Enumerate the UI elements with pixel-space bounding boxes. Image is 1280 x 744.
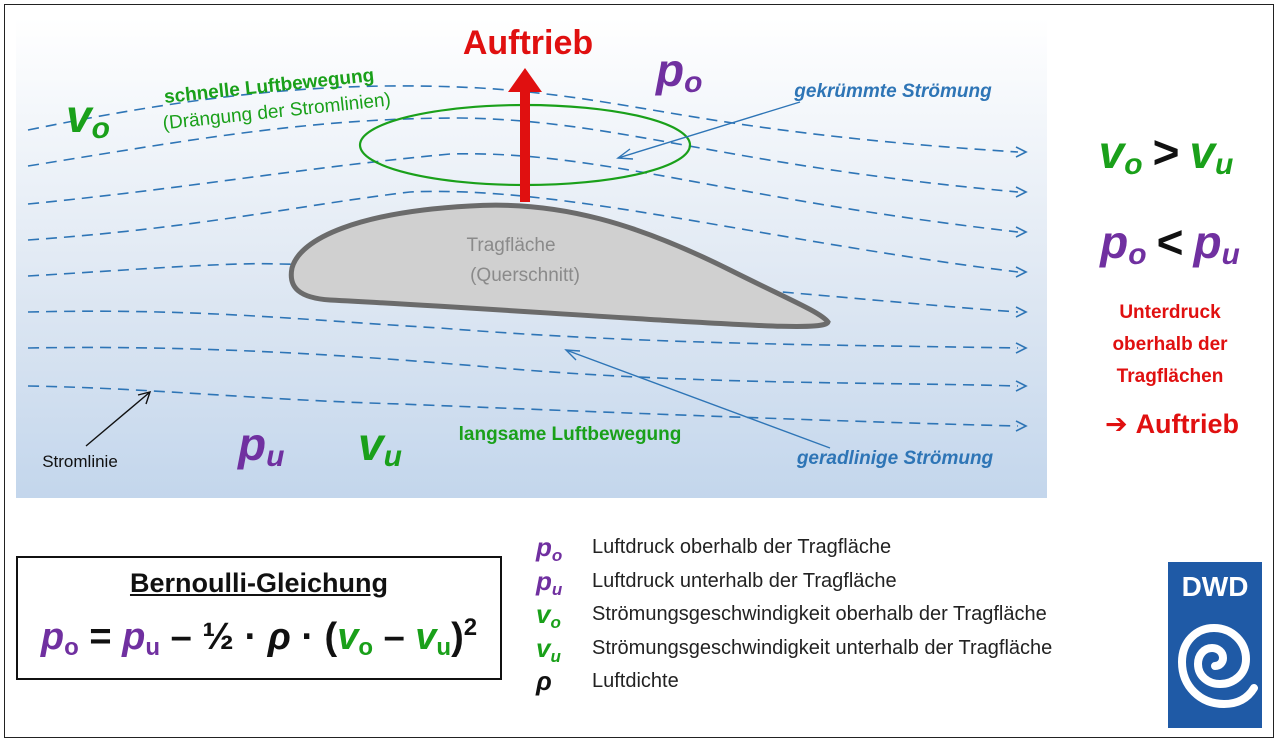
- arrow-right-icon: ➔: [1105, 409, 1128, 439]
- logo-text: DWD: [1182, 571, 1249, 602]
- legend-item: pu Luftdruck unterhalb der Tragfläche: [536, 566, 1156, 600]
- legend-item: vo Strömungsgeschwindigkeit oberhalb der…: [536, 599, 1156, 633]
- legend-symbol: vo: [536, 599, 561, 633]
- arrowhead-2: [1015, 186, 1028, 198]
- lift-label: Auftrieb: [463, 24, 593, 62]
- legend-text: Strömungsgeschwindigkeit oberhalb der Tr…: [592, 603, 1047, 626]
- formula-rho: ρ: [267, 616, 291, 658]
- curved-flow-pointer: [617, 101, 801, 159]
- bernoulli-formula-box: Bernoulli-Gleichung po = pu – ½ · ρ · (v…: [16, 556, 502, 680]
- formula-minus: –: [170, 616, 192, 658]
- arrowhead-4: [1015, 266, 1028, 278]
- arrowhead-7: [1015, 380, 1028, 392]
- arrowhead-8: [1015, 420, 1028, 432]
- legend-item: ρ Luftdichte: [536, 666, 1156, 700]
- pressure-comparison: po<pu: [1098, 216, 1240, 271]
- legend-text: Luftdruck oberhalb der Tragfläche: [592, 536, 892, 558]
- formula-sub-o: o: [64, 634, 79, 661]
- curved-flow-pointer-head: [616, 148, 634, 160]
- formula-title: Bernoulli-Gleichung: [129, 568, 388, 598]
- bernoulli-formula: po = pu – ½ · ρ · (vo – vu)2: [18, 614, 500, 662]
- streamline-arrowheads: [1015, 146, 1028, 432]
- streamlines: [27, 85, 1019, 427]
- legend-symbol: po: [536, 532, 563, 565]
- legend-text: Luftdruck unterhalb der Tragfläche: [592, 569, 897, 592]
- formula-v: v: [337, 616, 359, 658]
- airfoil-shape: [288, 202, 831, 329]
- underpressure-line-3: Tragflächen: [1117, 366, 1224, 387]
- streamline-8: [27, 385, 1019, 427]
- streamline-label: Stromlinie: [42, 452, 118, 471]
- formula-rparen: ): [451, 616, 464, 658]
- formula-p2: p: [122, 616, 146, 658]
- underpressure-line-1: Unterdruck: [1119, 302, 1221, 323]
- straight-flow-pointer-head: [564, 349, 581, 361]
- symbol-legend: po Luftdruck oberhalb der Tragfläche pu …: [536, 532, 1156, 700]
- streamline-3: [27, 152, 1019, 233]
- formula-sub-o2: o: [358, 634, 374, 661]
- airfoil-label-line2: (Querschnitt): [470, 265, 580, 286]
- streamline-6: [27, 310, 1019, 349]
- arrowhead-1: [1015, 146, 1028, 158]
- curved-flow-label: gekrümmte Strömung: [793, 81, 992, 102]
- formula-exponent: 2: [463, 614, 478, 641]
- formula-lparen: (: [324, 616, 338, 658]
- dwd-logo: DWD: [1168, 562, 1262, 728]
- streamline-pointer: [85, 391, 151, 447]
- lift-arrow-head: [508, 68, 542, 92]
- pu-bottom-symbol: pu: [236, 418, 284, 473]
- velocity-comparison: vo>vu: [1099, 126, 1234, 181]
- streamline-7: [27, 346, 1019, 387]
- logo-spiral-icon: [1177, 623, 1258, 709]
- straight-flow-pointer: [565, 349, 831, 449]
- po-top-symbol: po: [654, 44, 702, 99]
- formula-half: ½: [202, 616, 234, 658]
- legend-item: vu Strömungsgeschwindigkeit unterhalb de…: [536, 633, 1156, 667]
- formula-v2: v: [415, 616, 437, 658]
- slow-air-label: langsame Luftbewegung: [459, 424, 682, 445]
- formula-dot: ·: [244, 616, 258, 658]
- straight-flow-label: geradlinige Strömung: [796, 448, 994, 469]
- legend-symbol: ρ: [536, 666, 552, 697]
- legend-symbol: vu: [536, 632, 561, 666]
- formula-minus2: –: [383, 616, 405, 658]
- airfoil-label-line1: Tragfläche: [466, 235, 555, 256]
- result-lift: ➔Auftrieb: [1105, 409, 1239, 439]
- streamline-1: [27, 85, 1019, 153]
- streamline-2: [27, 117, 1019, 193]
- formula-sub-u2: u: [436, 634, 452, 661]
- underpressure-line-2: oberhalb der: [1112, 334, 1228, 355]
- legend-text: Strömungsgeschwindigkeit unterhalb der T…: [592, 636, 1053, 659]
- vo-left-symbol: vo: [66, 90, 110, 145]
- formula-sub-u: u: [145, 634, 160, 661]
- legend-item: po Luftdruck oberhalb der Tragfläche: [536, 532, 1156, 566]
- legend-text: Luftdichte: [592, 670, 679, 693]
- arrowhead-5: [1015, 306, 1028, 318]
- arrowhead-3: [1015, 226, 1028, 238]
- arrowhead-6: [1015, 342, 1028, 354]
- formula-dot2: ·: [301, 616, 314, 658]
- legend-symbol: pu: [536, 565, 563, 599]
- formula-p: p: [40, 616, 65, 658]
- lift-arrow-shaft: [520, 90, 530, 202]
- vu-bottom-symbol: vu: [358, 418, 402, 473]
- streamline-pointer-head: [137, 391, 152, 405]
- formula-eq: =: [89, 616, 112, 658]
